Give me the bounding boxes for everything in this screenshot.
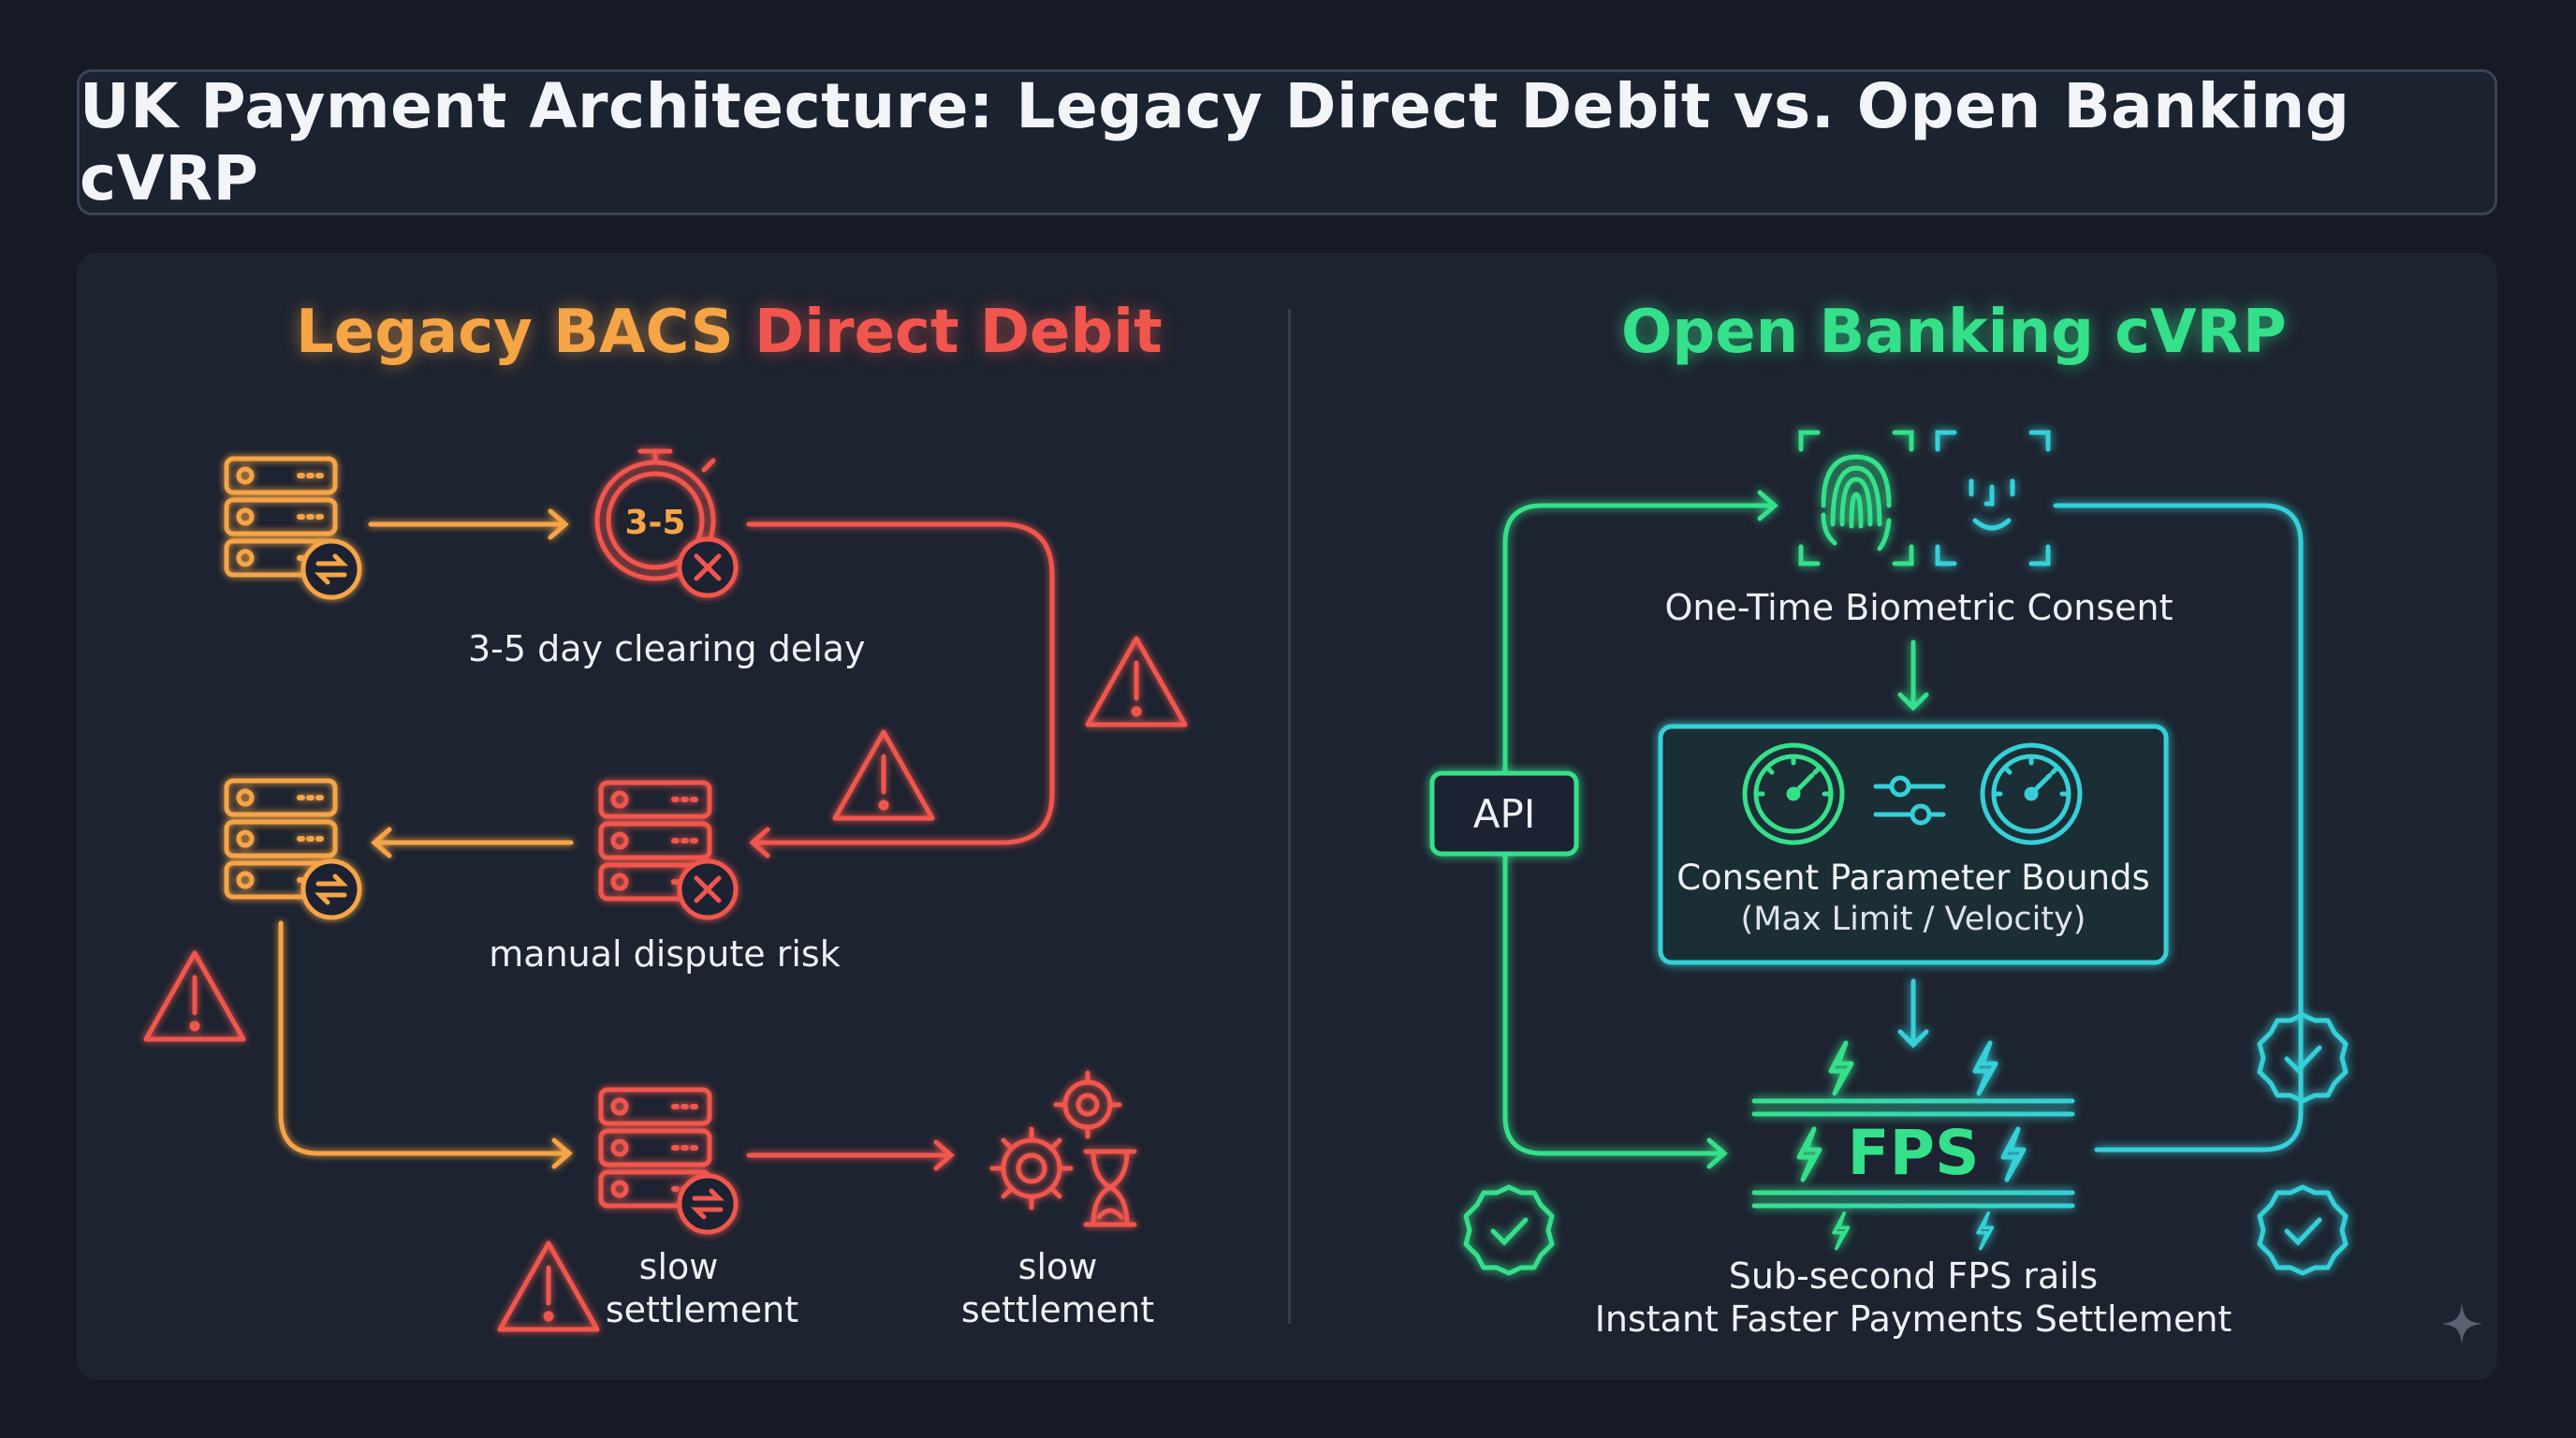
warning-triangle-icon [146, 953, 243, 1039]
lightning-icon [1975, 1043, 1996, 1093]
arrow-to-bounds [1897, 639, 1929, 712]
lightning-icon [1976, 1211, 1995, 1251]
lightning-icon [2003, 1129, 2024, 1180]
gears-icon [989, 1070, 1122, 1211]
fps-label: FPS [1848, 1117, 1980, 1189]
timer-text: 3-5 [624, 504, 685, 542]
error-x-icon [680, 539, 736, 595]
legacy-heading: Legacy BACS Direct Debit [296, 298, 1163, 367]
settlement-loop-path [2053, 503, 2304, 1152]
consent-label: One-Time Biometric Consent [1664, 587, 2174, 628]
arrow-to-fps [1706, 1137, 1728, 1169]
delay-label: 3-5 day clearing delay [468, 628, 866, 669]
bounds-title: Consent Parameter Bounds [1676, 858, 2150, 898]
arrow-to-consent [1757, 490, 1778, 521]
settlement-label-1: slow settlement [605, 1246, 799, 1330]
rails-label: Sub-second FPS rails Instant Faster Paym… [1594, 1255, 2232, 1340]
arrow-to-settlement [278, 920, 573, 1169]
lightning-icon [1832, 1211, 1851, 1251]
lightning-icon [1799, 1129, 1820, 1180]
bounds-subtitle: (Max Limit / Velocity) [1740, 901, 2086, 938]
api-box [1429, 770, 1579, 857]
transfer-arrows-icon [303, 861, 359, 917]
page-title: UK Payment Architecture: Legacy Direct D… [80, 70, 2350, 214]
legacy-flow [146, 448, 1185, 1329]
settlement-label-2: slow settlement [960, 1246, 1155, 1330]
error-x-icon [680, 861, 736, 917]
fps-rails [1751, 1098, 2075, 1209]
title-bar: UK Payment Architecture: Legacy Direct D… [77, 69, 2497, 215]
arrow-to-gears [746, 1139, 955, 1171]
sliders-icon [1873, 775, 1946, 826]
arrow-to-rails [1897, 978, 1929, 1049]
arrow-to-timer [368, 508, 569, 540]
arrow-to-origin [371, 827, 574, 858]
lightning-icon [1831, 1043, 1852, 1093]
sparkle-icon [2441, 1303, 2482, 1344]
loop-return-path [746, 521, 1055, 858]
stopwatch-icon [594, 448, 716, 581]
dispute-label: manual dispute risk [489, 933, 841, 975]
panel-divider [1288, 309, 1291, 1324]
transfer-arrows-icon [680, 1176, 736, 1232]
api-label: API [1473, 791, 1535, 837]
cvrp-flow [1429, 430, 2346, 1273]
warning-triangle-icon [835, 732, 932, 818]
transfer-arrows-icon [303, 541, 359, 597]
fingerprint-icon [1798, 430, 1914, 566]
hourglass-icon [1083, 1149, 1137, 1227]
open-banking-heading: Open Banking cVRP [1621, 298, 2287, 367]
warning-triangle-icon [1088, 638, 1185, 725]
face-id-icon [1935, 430, 2051, 566]
